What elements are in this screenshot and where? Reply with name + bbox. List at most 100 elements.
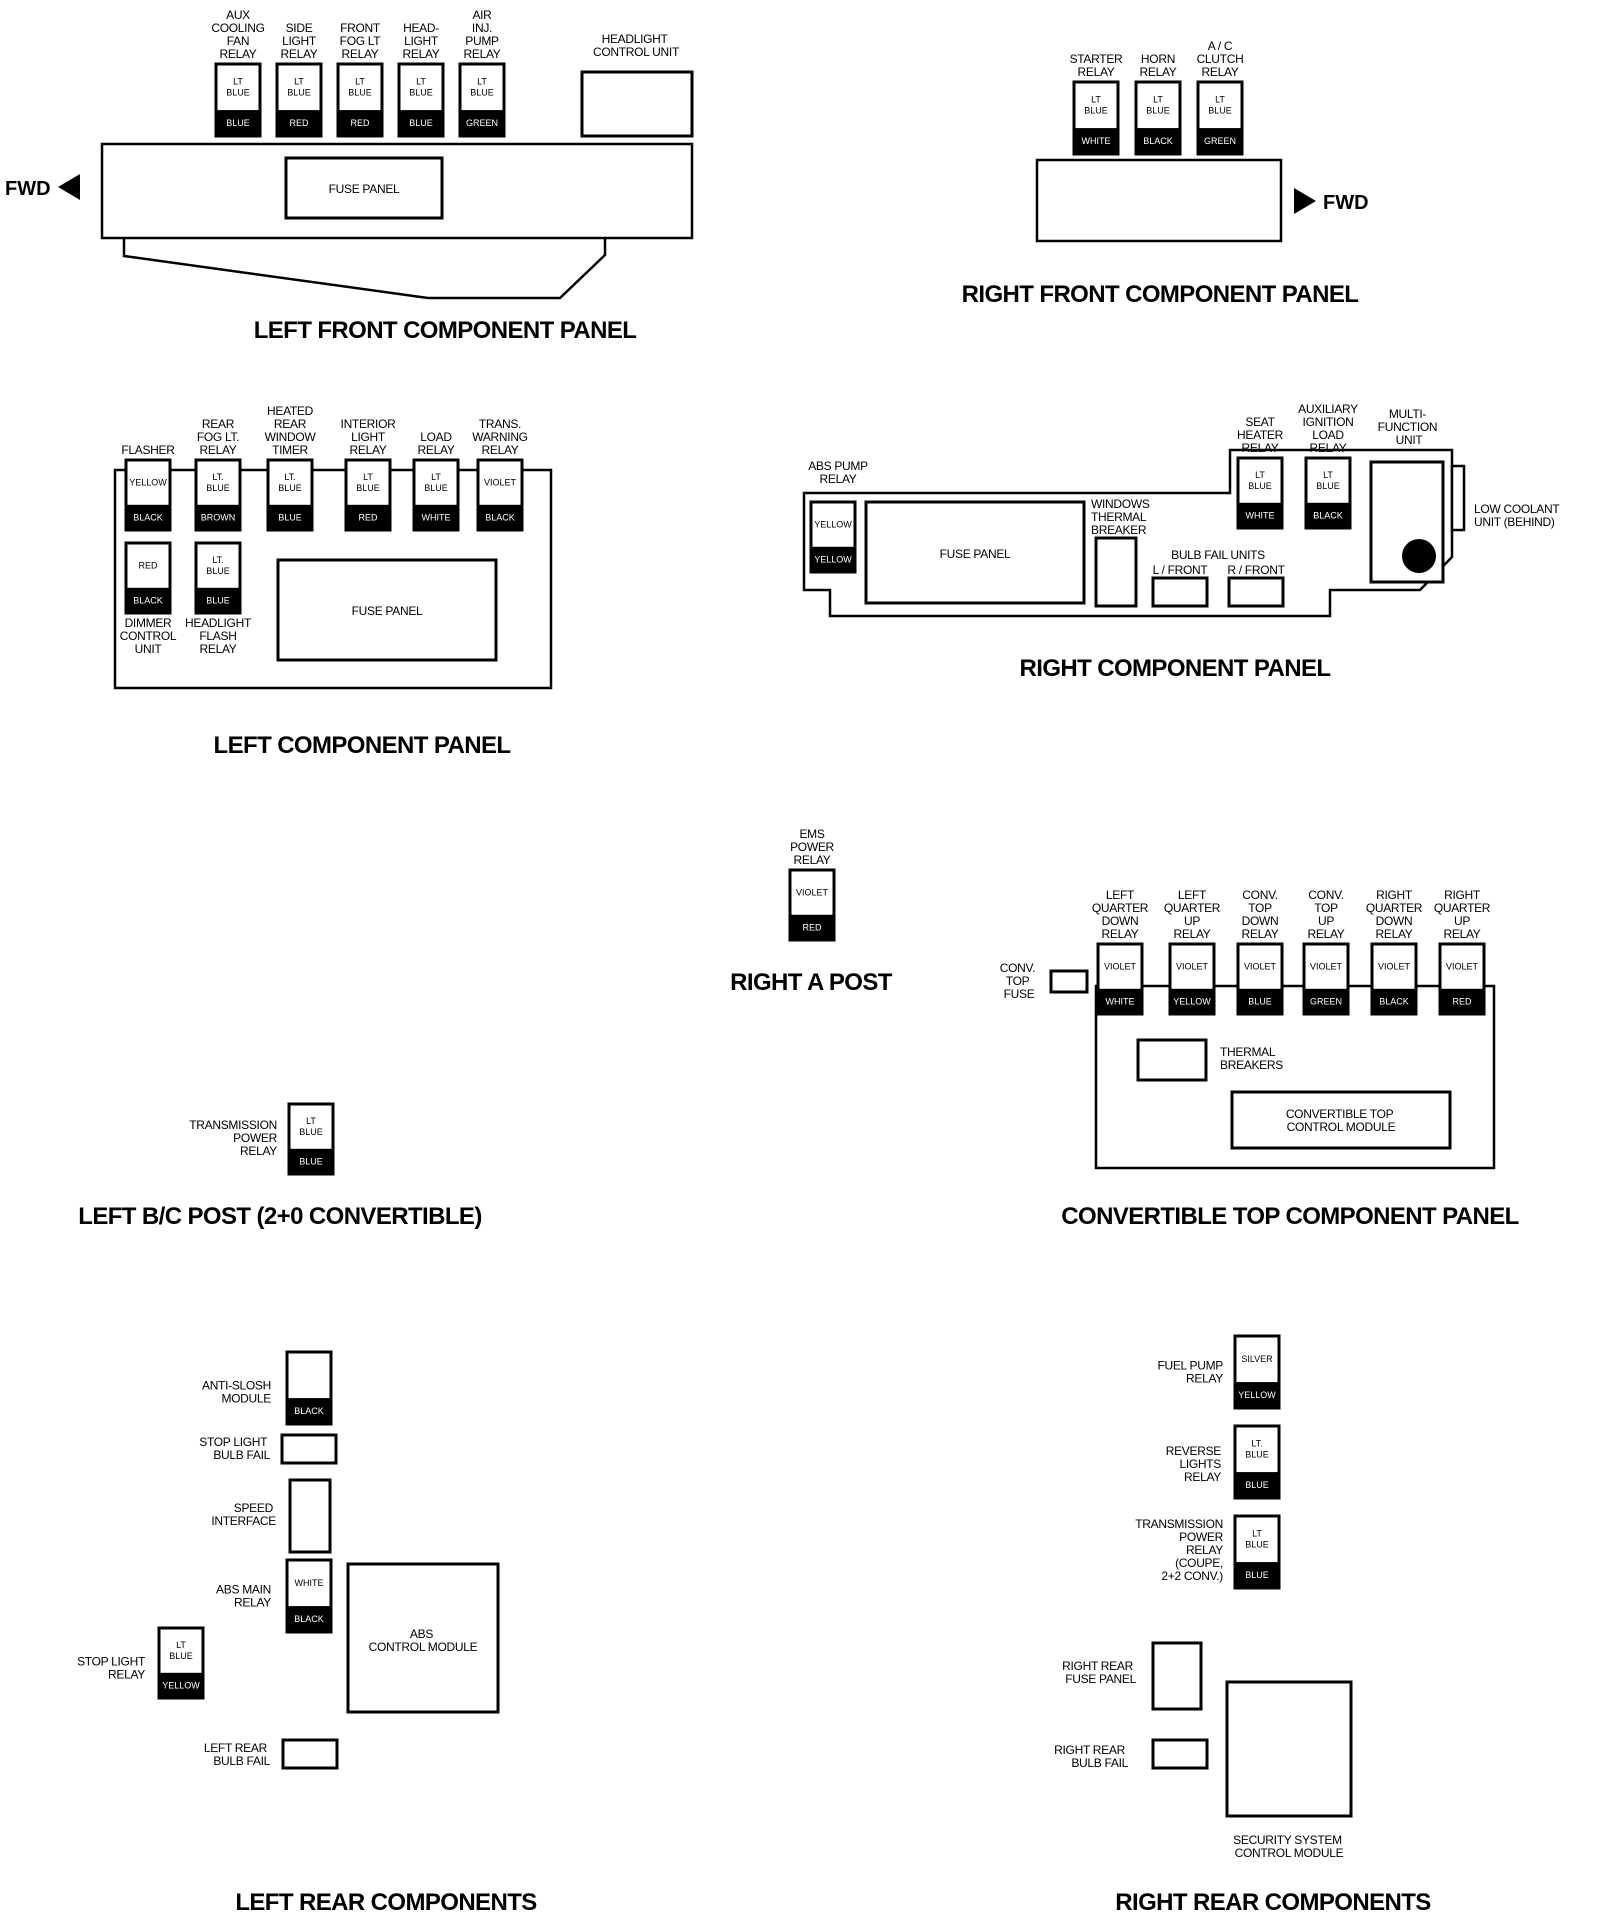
- relay-right-quarter-up-relay-base-color: RED: [1452, 996, 1472, 1006]
- left-rear-bulb-fail-label: LEFT REAR BULB FAIL: [204, 1741, 271, 1768]
- convertible-top-panel-title: CONVERTIBLE TOP COMPONENT PANEL: [1061, 1203, 1518, 1230]
- fwd-label-right: FWD: [1323, 192, 1369, 214]
- left-panel-title: LEFT COMPONENT PANEL: [214, 732, 511, 759]
- relay-rear-fog-lt-relay-cover-color: BLUE: [206, 483, 230, 493]
- relay-stop-light-relay-cover-color: LT: [176, 1640, 186, 1650]
- relay-left-quarter-down-relay-base: [1098, 988, 1142, 1014]
- relay-interior-light-relay-label: INTERIOR: [341, 417, 397, 431]
- relay-seat-heater-relay-label: RELAY: [1242, 441, 1279, 455]
- relay-left-quarter-down-relay-label: QUARTER: [1092, 901, 1149, 915]
- relay-trans-warning-relay-cover-color: VIOLET: [484, 477, 517, 487]
- relay-seat-heater-relay-cover-color: BLUE: [1248, 481, 1272, 491]
- relay-seat-heater-relay-cover-color: LT: [1255, 470, 1265, 480]
- relay-side-light-relay-label: LIGHT: [282, 34, 317, 48]
- bulb-fail-left-front-label: L / FRONT: [1153, 563, 1209, 577]
- relay-air-inj-pump-relay-label: INJ.: [472, 21, 492, 35]
- relay-right-quarter-down-relay-label: RELAY: [1376, 927, 1413, 941]
- relay-left-quarter-up-relay-base: [1170, 988, 1214, 1014]
- relay-trans-warning-relay-label: WARNING: [472, 430, 527, 444]
- relay-abs-main-relay-cover-color: WHITE: [295, 1578, 324, 1588]
- relay-ems-power-relay-label: EMS: [799, 827, 824, 841]
- relay-dimmer-control-unit-cover-color: RED: [138, 560, 158, 570]
- security-system-control-module-label: SECURITY SYSTEM CONTROL MODULE: [1233, 1833, 1345, 1860]
- relay-left-quarter-down-relay-label: DOWN: [1102, 914, 1139, 928]
- transmission-power-relay-rr: BLUELTBLUETRANSMISSIONPOWERRELAY(COUPE,2…: [1135, 1514, 1281, 1590]
- stop-light-bulb-fail-label: STOP LIGHT BULB FAIL: [199, 1435, 270, 1462]
- relay-left-quarter-up-relay-label: LEFT: [1178, 888, 1207, 902]
- relay-left-quarter-up-relay-cover-color: VIOLET: [1176, 961, 1209, 971]
- relay-abs-pump-relay-base: [811, 546, 855, 572]
- left-front-panel-lower-bracket: [122, 238, 607, 300]
- speed-interface: [288, 1478, 332, 1554]
- relay-rear-fog-lt-relay-label: FOG LT.: [197, 430, 239, 444]
- relay-a-c-clutch-relay-cover-color: BLUE: [1208, 106, 1232, 116]
- low-coolant-unit-label: LOW COOLANT UNIT (BEHIND): [1474, 502, 1562, 529]
- relay-starter-relay-base-color: WHITE: [1082, 136, 1111, 146]
- relay-transmission-power-relay-coupe-2-2-conv-cover-color: BLUE: [1245, 1540, 1269, 1550]
- conv-top-fuse: [1049, 969, 1089, 994]
- relay-auxiliary-ignition-load-relay-label: IGNITION: [1303, 415, 1354, 429]
- left-rear-components-title: LEFT REAR COMPONENTS: [235, 1889, 537, 1916]
- relay-transmission-power-relay-coupe-2-2-conv-base-color: BLUE: [1245, 1570, 1269, 1580]
- right-panel-title: RIGHT COMPONENT PANEL: [1020, 655, 1331, 682]
- relay-transmission-power-relay-coupe-2-2-conv-label: POWER: [1179, 1530, 1223, 1544]
- relay-conv-top-up-relay-label: TOP: [1314, 901, 1338, 915]
- relay-rear-fog-lt-relay-base: [196, 504, 240, 530]
- right-rear-bulb-fail-label: RIGHT REAR BULB FAIL: [1054, 1743, 1128, 1770]
- relay-right-quarter-down-relay-label: DOWN: [1376, 914, 1413, 928]
- right-rear-components-title: RIGHT REAR COMPONENTS: [1115, 1889, 1431, 1916]
- relay-load-relay-base-color: WHITE: [422, 512, 451, 522]
- relay-abs-main-relay-base-color: BLACK: [294, 1614, 324, 1624]
- relay-reverse-lights-relay-cover-color: LT.: [1251, 1439, 1262, 1449]
- relay-a-c-clutch-relay-cover-color: LT: [1215, 95, 1225, 105]
- left-rear-bulb-fail: [281, 1738, 339, 1770]
- relay-air-inj-pump-relay-cover-color: LT: [477, 77, 487, 87]
- relay-fuel-pump-relay-base: [1235, 1382, 1279, 1408]
- relay-right-quarter-down-relay-label: QUARTER: [1366, 901, 1423, 915]
- relay-side-light-relay-cover-color: BLUE: [287, 88, 311, 98]
- relay-fuel-pump-relay-cover-color: SILVER: [1241, 1354, 1273, 1364]
- relay-interior-light-relay-base-color: RED: [358, 512, 378, 522]
- relay-left-quarter-down-relay-cover-color: VIOLET: [1104, 961, 1137, 971]
- relay-rear-fog-lt-relay-cover-color: LT.: [212, 472, 223, 482]
- relay-transmission-power-relay-coupe-2-2-conv-cover-color: LT: [1252, 1529, 1262, 1539]
- relay-a-c-clutch-relay-label: RELAY: [1202, 65, 1239, 79]
- relay-reverse-lights-relay-cover-color: BLUE: [1245, 1450, 1269, 1460]
- thermal-breakers: [1136, 1038, 1208, 1082]
- relay-trans-warning-relay-base-color: BLACK: [485, 512, 515, 522]
- relay-head-light-relay-cover-color: LT: [416, 77, 426, 87]
- relay-rear-fog-lt-relay-base-color: BROWN: [201, 512, 236, 522]
- conv-top-fuse-label: CONV. TOP FUSE: [1000, 961, 1038, 1001]
- relay-right-quarter-up-relay-cover-color: VIOLET: [1446, 961, 1479, 971]
- relay-aux-cooling-fan-relay-cover-color: LT: [233, 77, 243, 87]
- relay-aux-cooling-fan-relay-base-color: BLUE: [226, 118, 250, 128]
- relay-stop-light-relay-cover-color: BLUE: [169, 1651, 193, 1661]
- relay-anti-slosh-module-label: MODULE: [221, 1392, 271, 1406]
- headlight-control-unit-label: HEADLIGHT CONTROL UNIT: [593, 32, 680, 59]
- relay-trans-warning-relay-label: TRANS.: [479, 417, 521, 431]
- convertible-top-control-module: [1230, 1090, 1452, 1150]
- bulb-fail-units-label: BULB FAIL UNITS: [1171, 548, 1265, 562]
- abs-control-module-label: ABS CONTROL MODULE: [369, 1627, 478, 1654]
- windows-thermal-breaker-label: WINDOWS THERMAL BREAKER: [1091, 497, 1153, 537]
- relay-right-quarter-up-relay-label: RELAY: [1444, 927, 1481, 941]
- convertible-top-relays: WHITEVIOLETLEFTQUARTERDOWNRELAYYELLOWVIO…: [1092, 888, 1491, 1016]
- relay-horn-relay-label: HORN: [1141, 52, 1175, 66]
- relay-headlight-flash-relay-base: [196, 587, 240, 613]
- left-front-panel-title: LEFT FRONT COMPONENT PANEL: [254, 317, 637, 344]
- relay-transmission-power-relay-coupe-2-2-conv-label: 2+2 CONV.): [1161, 1569, 1223, 1583]
